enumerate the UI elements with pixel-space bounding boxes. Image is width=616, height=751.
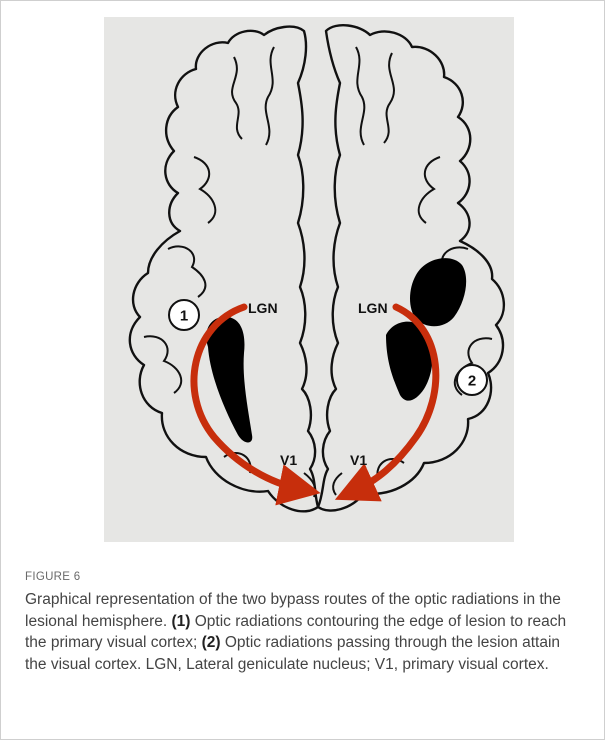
caption-marker-1: (1) — [171, 613, 190, 630]
brain-diagram: 1 2 LGN LGN V1 V1 — [104, 17, 514, 542]
caption-marker-2: (2) — [202, 634, 221, 651]
right-lgn-label: LGN — [358, 300, 388, 316]
route-2-number: 2 — [468, 373, 476, 390]
figure-caption: Graphical representation of the two bypa… — [25, 589, 585, 675]
left-v1-label: V1 — [280, 452, 297, 468]
figure-number: FIGURE 6 — [25, 571, 80, 583]
right-v1-label: V1 — [350, 452, 367, 468]
figure-panel: 1 2 LGN LGN V1 V1 FIGURE 6 Graphical rep… — [0, 0, 605, 740]
left-lgn-label: LGN — [248, 300, 278, 316]
route-1-number: 1 — [180, 308, 188, 325]
brain-diagram-svg: 1 2 LGN LGN V1 V1 — [104, 17, 514, 542]
